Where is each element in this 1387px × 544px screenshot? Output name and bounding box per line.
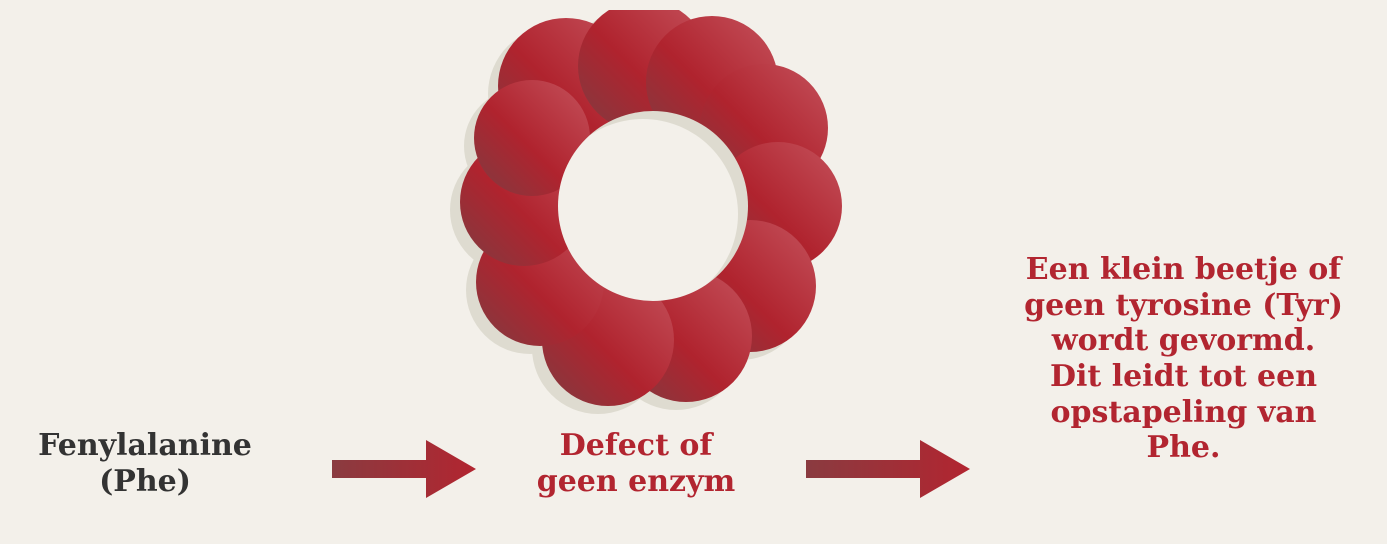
enzyme-ring-icon <box>448 10 858 420</box>
outcome-label: Een klein beetje of geen tyrosine (Tyr) … <box>980 252 1387 466</box>
enzyme-status-label: Defect of geen enzym <box>486 428 786 499</box>
right-arrow-icon <box>804 438 974 500</box>
substrate-label: Fenylalanine (Phe) <box>0 428 290 499</box>
right-arrow-icon <box>330 438 480 500</box>
